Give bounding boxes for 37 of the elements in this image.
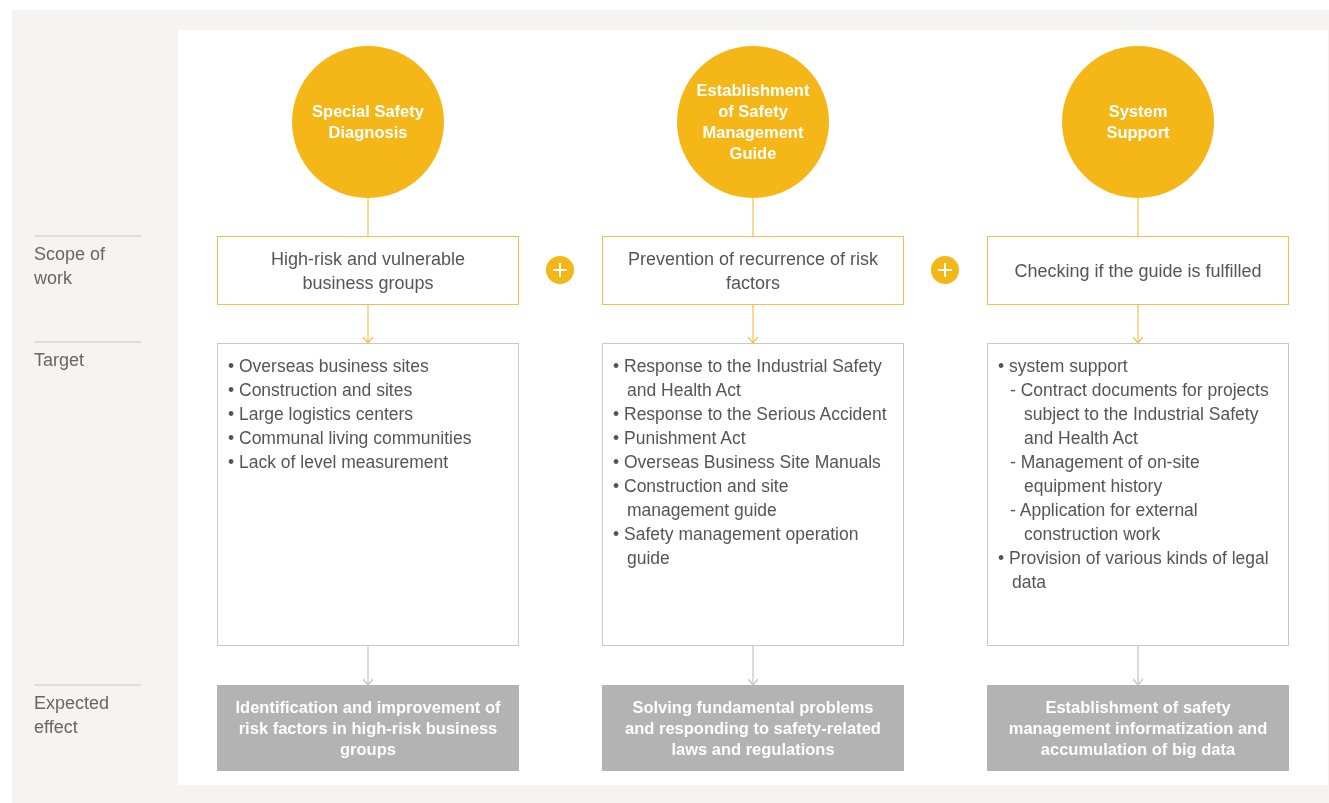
effect-box: Identification and improvement of risk factors in high-risk business groups: [217, 685, 519, 771]
arrow: [362, 645, 374, 686]
row-label: Scope of work: [34, 243, 107, 290]
row-label: Expected effect: [34, 692, 111, 739]
row-label: Target: [34, 349, 86, 372]
connector-line: [1137, 197, 1139, 237]
arrow: [362, 304, 374, 344]
list-item: • Large logistics centers: [228, 403, 415, 426]
list-item: • Punishment Act: [613, 427, 747, 450]
list-item: - Application for external construction work: [1009, 499, 1199, 546]
scope-box: Checking if the guide is fulfilled: [987, 236, 1289, 305]
list-item: - Management of on-site equipment history: [1009, 451, 1201, 498]
arrow: [747, 645, 759, 686]
list-item: • Communal living communities: [228, 427, 473, 450]
list-item: • Overseas Business Site Manuals: [613, 451, 882, 474]
arrow: [747, 304, 759, 344]
list-item: • Response to the Serious Accident: [613, 403, 888, 426]
list-item: • system support: [998, 355, 1129, 378]
arrow: [1132, 304, 1144, 344]
list-item: - Contract documents for projects subject to the Industrial Safety and Health Act: [1009, 379, 1270, 450]
scope-box: High-risk and vulnerable business groups: [217, 236, 519, 305]
list-item: • Response to the Industrial Safety and Health Act: [613, 355, 883, 402]
effect-box: Solving fundamental problems and responding to safety-related laws and regulations: [602, 685, 904, 771]
target-box: [987, 343, 1289, 646]
arrow: [1132, 645, 1144, 686]
connector-line: [367, 197, 369, 237]
scope-box: Prevention of recurrence of risk factors: [602, 236, 904, 305]
target-box: [217, 343, 519, 646]
connector-line: [752, 197, 754, 237]
target-box: [602, 343, 904, 646]
effect-box: Establishment of safety management informatization and accumulation of big data: [987, 685, 1289, 771]
list-item: • Safety management operation guide: [613, 523, 860, 570]
list-item: • Lack of level measurement: [228, 451, 450, 474]
list-item: • Provision of various kinds of legal data: [998, 547, 1270, 594]
list-item: • Construction and site management guide: [613, 475, 790, 522]
list-item: • Overseas business sites: [228, 355, 430, 378]
list-item: • Construction and sites: [228, 379, 414, 402]
